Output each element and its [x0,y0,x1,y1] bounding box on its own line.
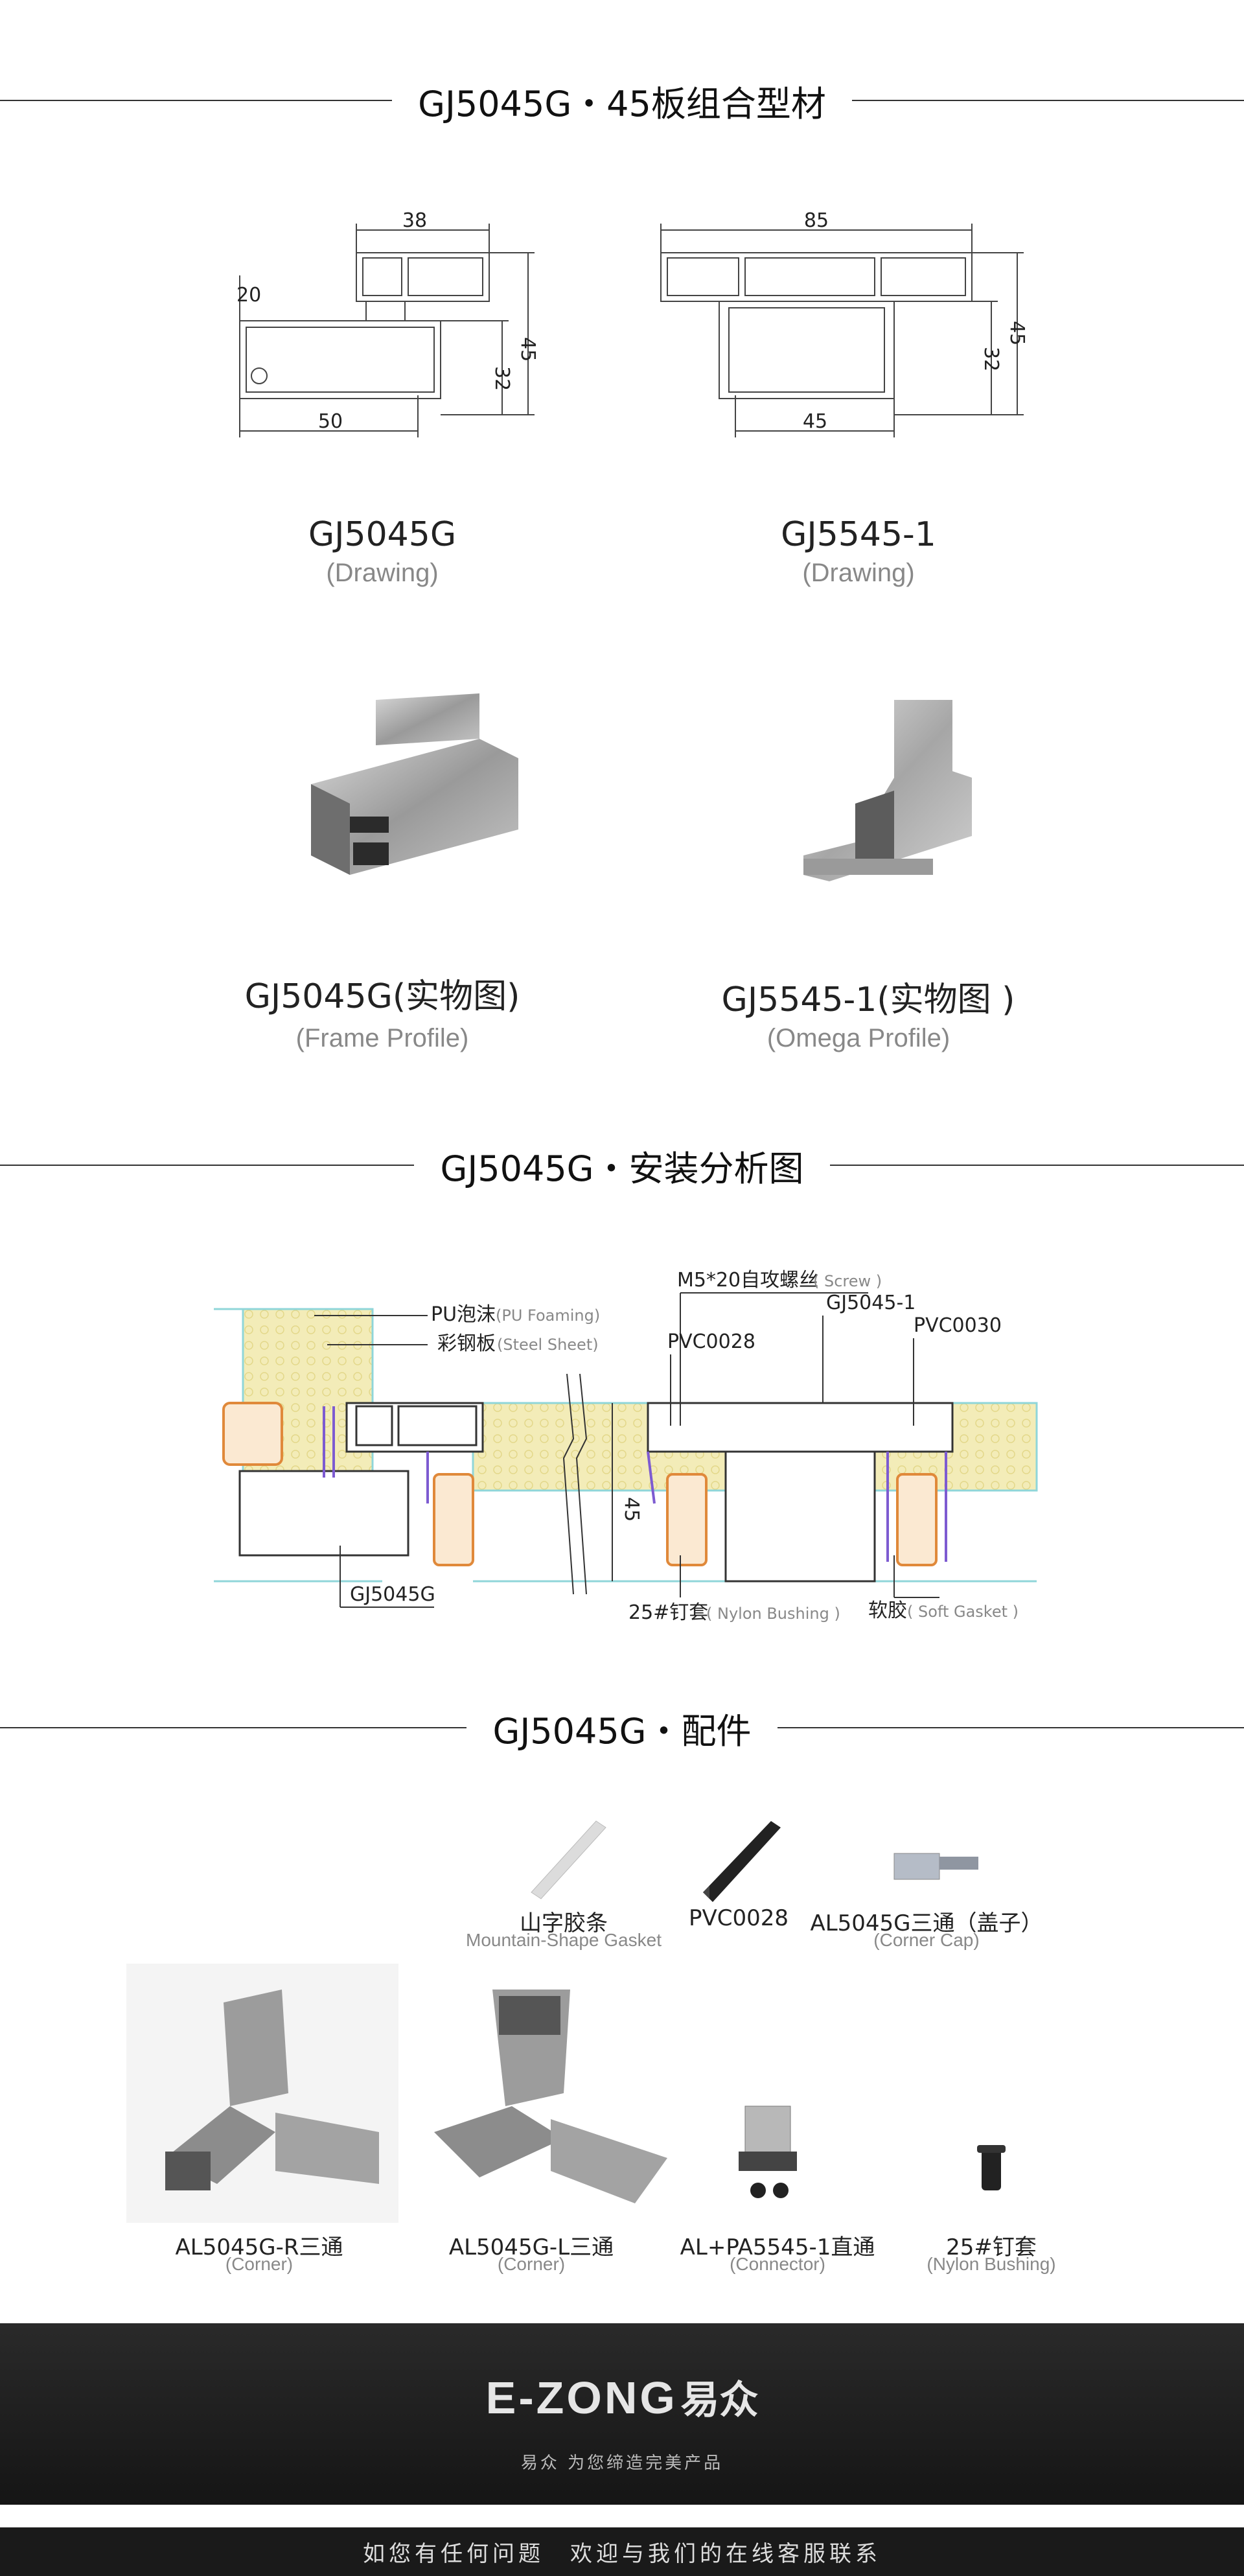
section-title-accessories: GJ5045G・配件 [0,1702,1244,1754]
label-gasket: 软胶 [868,1599,907,1622]
label-bushing: 25#钉套 [628,1601,708,1624]
photo-left-title: GJ5045G(实物图) [244,977,520,1016]
drawing-gj5045g: 38 20 45 32 50 [236,209,539,437]
drawing-right-sub: (Drawing) [802,559,915,587]
accessory-sub: Mountain-Shape Gasket [466,1930,662,1950]
drawing-gj5545-1: 85 45 32 45 [660,209,1028,437]
section-title-text: GJ5045G・45板组合型材 [418,83,826,124]
label-gj5045g: GJ5045G [350,1583,435,1606]
section-title-text: GJ5045G・安装分析图 [440,1148,804,1189]
pvc0028-image [703,1821,781,1902]
dim-50: 50 [318,410,343,433]
accessory-sub: (Corner) [497,2254,566,2274]
footer-logo: E-ZONG 易众 [0,2369,1244,2425]
dim-38: 38 [402,209,427,232]
dim-32: 32 [490,366,513,391]
accessory-sub: (Corner Cap) [873,1930,980,1950]
section-title-install: GJ5045G・安装分析图 [0,1139,1244,1191]
label-screw-en: ( Screw ) [813,1272,882,1290]
label-pu: PU泡沫 [431,1303,496,1326]
label-steel-en: (Steel Sheet) [497,1336,599,1354]
mountain-gasket-image [531,1820,606,1899]
label-screw: M5*20自攻螺丝 [677,1269,818,1292]
photo-left-sub: (Frame Profile) [295,1024,469,1052]
dim-45-bottom: 45 [803,410,827,433]
section-title-text: GJ5045G・配件 [492,1710,752,1752]
label-dim-45: 45 [620,1497,643,1522]
drawing-right-title: GJ5545-1 [781,515,936,554]
accessory-label: 25#钉套 [946,2234,1037,2260]
label-steel: 彩钢板 [437,1332,496,1355]
connector-image [739,2106,797,2198]
drawing-left-sub: (Drawing) [326,559,439,587]
footer: E-ZONG 易众 易众 为您缔造完美产品 [0,2323,1244,2505]
accessory-label: AL5045G-R三通 [175,2234,343,2260]
label-bushing-en: ( Nylon Bushing ) [706,1605,840,1623]
corner-r-image [126,1964,398,2223]
accessory-label: 山字胶条 [520,1910,608,1936]
label-gj5045-1: GJ5045-1 [826,1292,916,1314]
section-title-profile: GJ5045G・45板组合型材 [0,75,1244,126]
footer-slogan: 易众 为您缔造完美产品 [520,2454,724,2473]
photo-omega-profile [803,700,972,881]
label-pvc0030: PVC0030 [914,1314,1002,1337]
nylon-bushing-image [977,2145,1006,2190]
accessory-sub: (Corner) [225,2254,294,2274]
accessory-label: PVC0028 [688,1905,789,1931]
corner-cap-image [893,1853,978,1880]
dim-85: 85 [804,209,829,232]
dim-45-right: 45 [1006,321,1028,345]
logo-text-cn: 易众 [680,2378,759,2423]
drawing-left-title: GJ5045G [308,515,457,554]
dim-32-right: 32 [980,347,1002,371]
label-pu-en: (PU Foaming) [496,1306,600,1325]
logo-text: E-ZONG [485,2373,678,2423]
accessory-sub: (Connector) [730,2254,825,2274]
accessory-label: AL5045G-L三通 [448,2234,614,2260]
photo-frame-profile [311,693,518,875]
accessory-label: AL+PA5545-1直通 [680,2234,875,2260]
dim-45: 45 [516,337,539,362]
photo-right-sub: (Omega Profile) [766,1024,950,1052]
corner-l-image [434,1990,667,2203]
contact-bar[interactable]: 如您有任何问题 欢迎与我们的在线客服联系 [0,2527,1244,2576]
installation-diagram: M5*20自攻螺丝 ( Screw ) PU泡沫 (PU Foaming) 彩钢… [214,1269,1038,1624]
accessory-sub: (Nylon Bushing) [927,2254,1056,2274]
dim-20: 20 [236,284,261,307]
accessory-label: AL5045G三通（盖子） [810,1910,1043,1936]
label-gasket-en: ( Soft Gasket ) [907,1603,1019,1621]
photo-right-title: GJ5545-1(实物图 ) [721,981,1015,1019]
contact-text: 如您有任何问题 欢迎与我们的在线客服联系 [363,2541,881,2567]
label-pvc0028: PVC0028 [667,1330,755,1353]
